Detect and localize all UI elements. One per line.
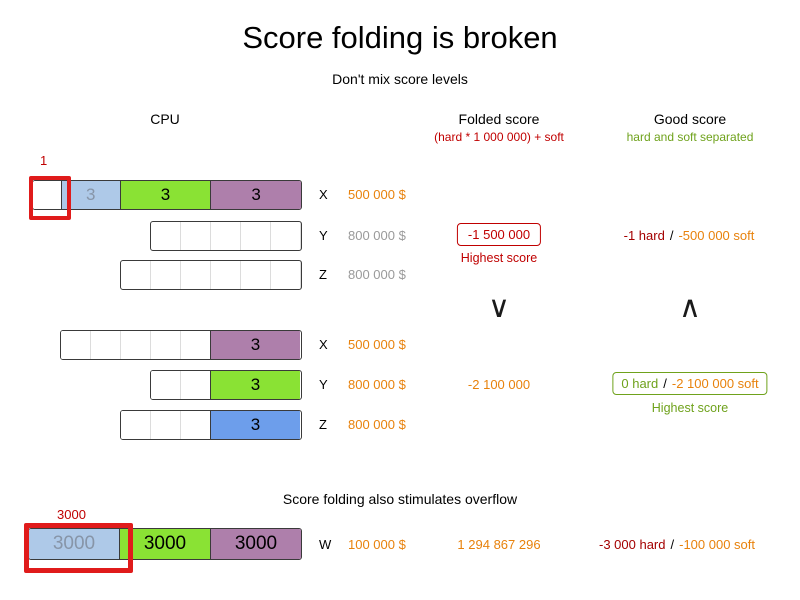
process-size-annotation: 3000 — [57, 507, 86, 522]
process-segment: 3 — [210, 371, 300, 399]
cpu-bar-z1 — [120, 260, 302, 290]
cpu-bar-x1: 3 3 3 — [32, 180, 302, 210]
process-segment-empty — [33, 181, 61, 209]
process-segment: 3 — [210, 331, 300, 359]
score-separator: / — [663, 376, 667, 391]
cpu-bar-z2: 3 — [120, 410, 302, 440]
process-segment: 3000 — [119, 529, 210, 559]
process-segment: 3000 — [29, 529, 119, 559]
machine-cost-y2: 800 000 $ — [348, 377, 406, 392]
folded-score-box-s1: -1 500 000 — [456, 223, 542, 246]
machine-label-x2: X — [319, 337, 328, 352]
section2-subtitle: Score folding also stimulates overflow — [282, 491, 518, 507]
machine-cost-y1: 800 000 $ — [348, 228, 406, 243]
cpu-bar-w: 3000 3000 3000 — [28, 528, 302, 560]
score-separator: / — [670, 537, 675, 552]
soft-score: -2 100 000 soft — [671, 376, 759, 391]
good-score-box-s2: 0 hard / -2 100 000 soft — [612, 372, 768, 395]
process-segment: 3 — [210, 181, 301, 209]
cpu-bar-x2: 3 — [60, 330, 302, 360]
folded-highest-score-note: Highest score — [460, 251, 538, 265]
page-title: Score folding is broken — [242, 20, 558, 55]
process-segment-empty — [61, 331, 210, 359]
greater-than-symbol: ∧ — [679, 291, 701, 324]
machine-label-w: W — [319, 537, 332, 552]
process-segment-empty — [151, 371, 210, 399]
process-segment: 3000 — [210, 529, 301, 559]
good-score-header: Good score — [653, 111, 727, 127]
cpu-bar-y1 — [150, 221, 302, 251]
process-segment-empty — [121, 411, 210, 439]
highlight-outline — [24, 523, 133, 573]
process-segment: 3 — [210, 411, 300, 439]
machine-label-y2: Y — [319, 377, 328, 392]
less-than-symbol: ∨ — [488, 291, 510, 324]
good-score-subheader: hard and soft separated — [626, 130, 754, 144]
folded-score-subheader: (hard * 1 000 000) + soft — [434, 130, 564, 144]
machine-label-x1: X — [319, 187, 328, 202]
folded-score-w: 1 294 867 296 — [457, 537, 541, 552]
machine-label-z2: Z — [319, 417, 327, 432]
good-score-s1: -1 hard / -500 000 soft — [624, 228, 755, 243]
machine-cost-z1: 800 000 $ — [348, 267, 406, 282]
good-score-w: -3 000 hard / -100 000 soft — [599, 537, 755, 552]
folded-score-s2: -2 100 000 — [467, 377, 531, 392]
hard-score: -3 000 hard — [598, 537, 666, 552]
soft-score: -500 000 soft — [678, 228, 755, 243]
hard-score: -1 hard — [623, 228, 665, 243]
process-size-annotation: 1 — [40, 153, 48, 168]
highlight-outline — [29, 176, 71, 220]
cpu-column-header: CPU — [150, 111, 180, 127]
machine-cost-z2: 800 000 $ — [348, 417, 406, 432]
process-segment: 3 — [119, 181, 211, 209]
machine-cost-x2: 500 000 $ — [348, 337, 406, 352]
hard-score: 0 hard — [621, 376, 659, 391]
folded-score-header: Folded score — [458, 111, 540, 127]
score-separator: / — [669, 228, 674, 243]
machine-cost-w: 100 000 $ — [348, 537, 406, 552]
good-highest-score-note: Highest score — [651, 401, 729, 415]
machine-label-y1: Y — [319, 228, 328, 243]
cpu-bar-y2: 3 — [150, 370, 302, 400]
machine-cost-x1: 500 000 $ — [348, 187, 406, 202]
section1-subtitle: Don't mix score levels — [332, 71, 468, 87]
soft-score: -100 000 soft — [679, 537, 756, 552]
machine-label-z1: Z — [319, 267, 327, 282]
